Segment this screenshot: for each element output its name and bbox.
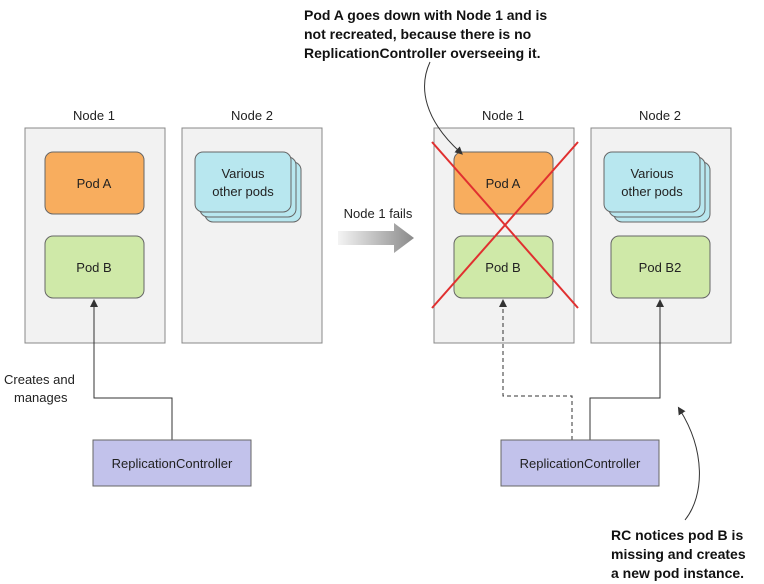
top-note-pointer — [424, 61, 463, 155]
left-various-line2: other pods — [212, 184, 274, 199]
left-rc-label: ReplicationController — [112, 456, 233, 471]
left-various-pods-stack — [194, 151, 302, 223]
bottom-note-line1: RC notices pod B is — [611, 527, 743, 543]
top-note-line2: not recreated, because there is no — [304, 26, 531, 42]
right-replicationcontroller — [500, 439, 660, 487]
bottom-note-line3: a new pod instance. — [611, 565, 744, 581]
right-various-pods-stack — [603, 151, 711, 223]
cross-icon — [431, 141, 579, 309]
right-pod-a-label: Pod A — [486, 176, 521, 191]
node1-fails-label: Node 1 fails — [344, 206, 413, 221]
left-rc-connector — [90, 299, 173, 440]
right-pod-b2-label: Pod B2 — [639, 260, 682, 275]
right-rc-label: ReplicationController — [520, 456, 641, 471]
left-replicationcontroller — [92, 439, 252, 487]
left-various-line1: Various — [221, 166, 265, 181]
left-node2-label: Node 2 — [231, 108, 273, 123]
right-various-line2: other pods — [621, 184, 683, 199]
creates-manages-line1: Creates and — [4, 372, 75, 387]
right-pod-b2 — [610, 235, 711, 299]
left-pod-b-label: Pod B — [76, 260, 111, 275]
left-pod-a — [44, 151, 145, 215]
right-node2-label: Node 2 — [639, 108, 681, 123]
bottom-note-pointer — [677, 406, 700, 521]
left-pod-b — [44, 235, 145, 299]
right-various-line1: Various — [630, 166, 674, 181]
right-rc-dashed-connector — [499, 299, 573, 440]
arrow-icon — [338, 223, 414, 253]
right-node1-label: Node 1 — [482, 108, 524, 123]
top-note-line3: ReplicationController overseeing it. — [304, 45, 541, 61]
left-node1-label: Node 1 — [73, 108, 115, 123]
top-note-line1: Pod A goes down with Node 1 and is — [304, 7, 547, 23]
bottom-note-line2: missing and creates — [611, 546, 746, 562]
right-rc-connector — [589, 299, 664, 440]
left-pod-a-label: Pod A — [77, 176, 112, 191]
creates-manages-line2: manages — [14, 390, 68, 405]
right-pod-b-label: Pod B — [485, 260, 520, 275]
